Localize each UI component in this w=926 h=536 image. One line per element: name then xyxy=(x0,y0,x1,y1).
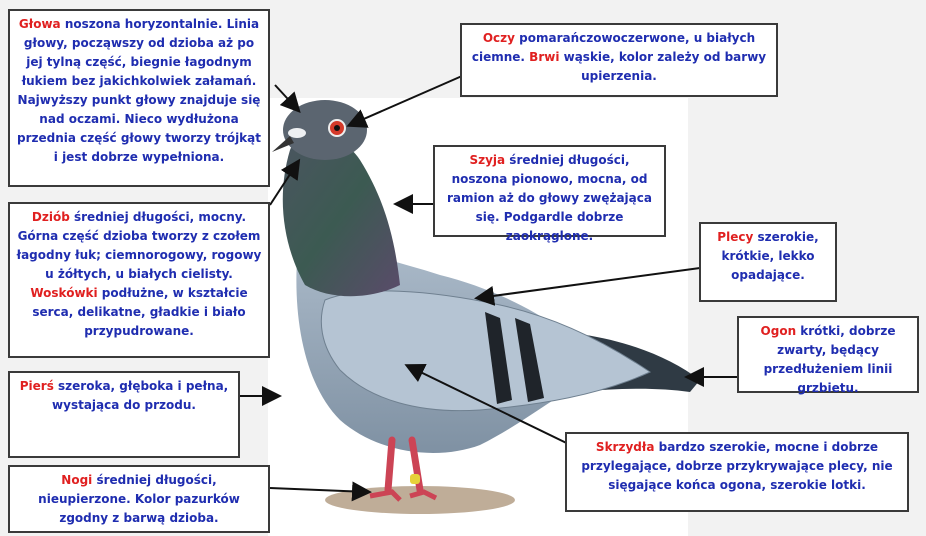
term-piers: Pierś xyxy=(19,379,54,393)
desc-piers: szeroka, głęboka i pełna, wystająca do p… xyxy=(52,379,229,412)
desc-szyja: średniej długości, noszona pionowo, mocn… xyxy=(447,153,652,243)
desc-ogon: krótki, dobrze zwarty, będący przedłużen… xyxy=(763,324,896,395)
arrow-skrzydla xyxy=(404,363,586,453)
desc-skrzydla: bardzo szerokie, mocne i dobrze przylega… xyxy=(581,440,893,492)
desc-nogi: średniej długości, nieupierzone. Kolor p… xyxy=(38,473,240,525)
term-dziob: Dziób xyxy=(31,210,70,224)
leg-ring xyxy=(410,474,420,484)
wing-bar-1 xyxy=(485,312,512,404)
desc-oczy: pomarańczowoczerwone, u białych ciemne. xyxy=(471,31,756,64)
label-nogi: Nogi średniej długości, nieupierzone. Ko… xyxy=(8,465,270,533)
label-plecy: Plecy szerokie, krótkie, lekko opadające… xyxy=(699,222,837,302)
arrow-glowa xyxy=(274,84,301,113)
term-brwi: Brwi xyxy=(529,50,560,64)
desc-woskowki: podłużne, w kształcie serca, delikatne, … xyxy=(32,286,248,338)
arrow-plecy xyxy=(474,267,701,306)
label-glowa: Głowa noszona horyzontalnie. Linia głowy… xyxy=(8,9,270,187)
label-szyja: Szyja średniej długości, noszona pionowo… xyxy=(433,145,666,243)
desc-plecy: szerokie, krótkie, lekko opadające. xyxy=(721,230,819,282)
label-piers: Pierś szeroka, głęboka i pełna, wystając… xyxy=(8,371,240,458)
desc-glowa: noszona horyzontalnie. Linia głowy, pocz… xyxy=(17,17,261,164)
term-szyja: Szyja xyxy=(469,153,506,167)
arrow-nogi xyxy=(269,481,372,502)
term-woskowki: Woskówki xyxy=(30,286,98,300)
arrow-oczy xyxy=(346,75,463,128)
term-glowa: Głowa xyxy=(18,17,61,31)
label-dziob: Dziób średniej długości, mocny. Górna cz… xyxy=(8,202,270,358)
label-skrzydla: Skrzydła bardzo szerokie, mocne i dobrze… xyxy=(565,432,909,512)
desc-dziob: średniej długości, mocny. Górna część dz… xyxy=(16,210,262,281)
cere xyxy=(288,128,306,138)
beak xyxy=(272,136,294,152)
wing xyxy=(320,290,652,412)
ground-shadow xyxy=(325,486,515,514)
head xyxy=(283,100,367,160)
neck xyxy=(282,133,400,297)
wing-bar-2 xyxy=(515,318,544,402)
arrow-dziob xyxy=(269,158,301,206)
label-oczy: Oczy pomarańczowoczerwone, u białych cie… xyxy=(460,23,778,97)
label-ogon: Ogon krótki, dobrze zwarty, będący przed… xyxy=(737,316,919,395)
term-plecy: Plecy xyxy=(717,230,754,244)
desc-brwi: wąskie, kolor zależy od barwy upierzenia… xyxy=(559,50,767,83)
term-ogon: Ogon xyxy=(760,324,797,338)
term-oczy: Oczy xyxy=(482,31,515,45)
feet xyxy=(369,489,438,502)
term-nogi: Nogi xyxy=(61,473,93,487)
term-skrzydla: Skrzydła xyxy=(595,440,655,454)
